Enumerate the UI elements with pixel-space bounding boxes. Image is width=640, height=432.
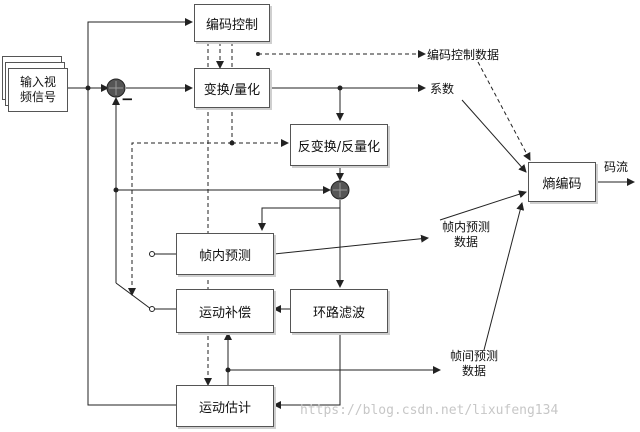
junction-coeff [337,85,343,91]
intra-prediction-block: 帧内预测 [176,233,274,275]
switch-contacts [149,251,155,312]
control-lines [128,42,531,386]
coding-control-block: 编码控制 [194,4,270,42]
edge-inter-entropy [483,202,525,351]
contact-intra [149,251,155,257]
transform-quant-block: 变换/量化 [194,68,270,108]
minus-sign: − [121,90,134,108]
inverse-transform-block: 反变换/反量化 [290,124,388,166]
junction-me [225,367,231,373]
signal-lines [68,18,635,409]
motion-estimation-block: 运动估计 [176,385,274,427]
input-video-block: 输入视频信号 [8,68,68,112]
entropy-coding-block: 熵编码 [528,162,596,202]
junction-control [229,140,235,146]
edge-filter-me [273,331,341,409]
control-entropy [477,61,531,161]
loop-filter-block: 环路滤波 [290,289,388,333]
edge-coeff-entropy [461,99,527,173]
edge-intra-entropy [439,190,527,221]
watermark: https://blog.csdn.net/lixufeng134 [300,403,559,418]
bitstream-label: 码流 [604,160,629,174]
intra-data-label: 帧内预测 数据 [441,220,490,249]
inter-data-label: 帧间预测 数据 [449,349,498,378]
control-selector [128,142,232,296]
edge-input-me [87,88,193,409]
coefficient-label: 系数 [430,82,455,96]
edge-sum2-intra [258,200,341,231]
contact-inter [149,306,155,312]
junction-dots [85,52,343,373]
edge-intra-data [273,234,429,255]
selector-switch [115,282,152,310]
motion-compensation-block: 运动补偿 [176,289,274,333]
junction-pred [113,187,119,193]
control-data-label: 编码控制数据 [427,48,500,62]
junction-control-data [256,52,260,56]
edge-input-control [87,18,193,88]
sum-nodes [106,78,350,200]
junction-input [85,85,91,91]
